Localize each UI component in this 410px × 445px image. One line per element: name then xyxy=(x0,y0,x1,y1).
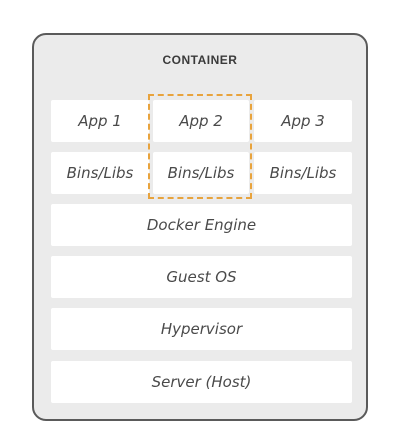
server-host-layer: Server (Host) xyxy=(51,361,352,403)
app-3-cell: App 3 xyxy=(254,100,352,142)
docker-engine-layer: Docker Engine xyxy=(51,204,352,246)
bins-libs-2-cell: Bins/Libs xyxy=(153,152,249,194)
app-1-cell: App 1 xyxy=(51,100,149,142)
bins-libs-1-cell: Bins/Libs xyxy=(51,152,149,194)
guest-os-layer: Guest OS xyxy=(51,256,352,298)
container-title: CONTAINER xyxy=(162,53,238,67)
hypervisor-layer: Hypervisor xyxy=(51,308,352,350)
bins-libs-3-cell: Bins/Libs xyxy=(254,152,352,194)
app-2-cell: App 2 xyxy=(153,100,249,142)
